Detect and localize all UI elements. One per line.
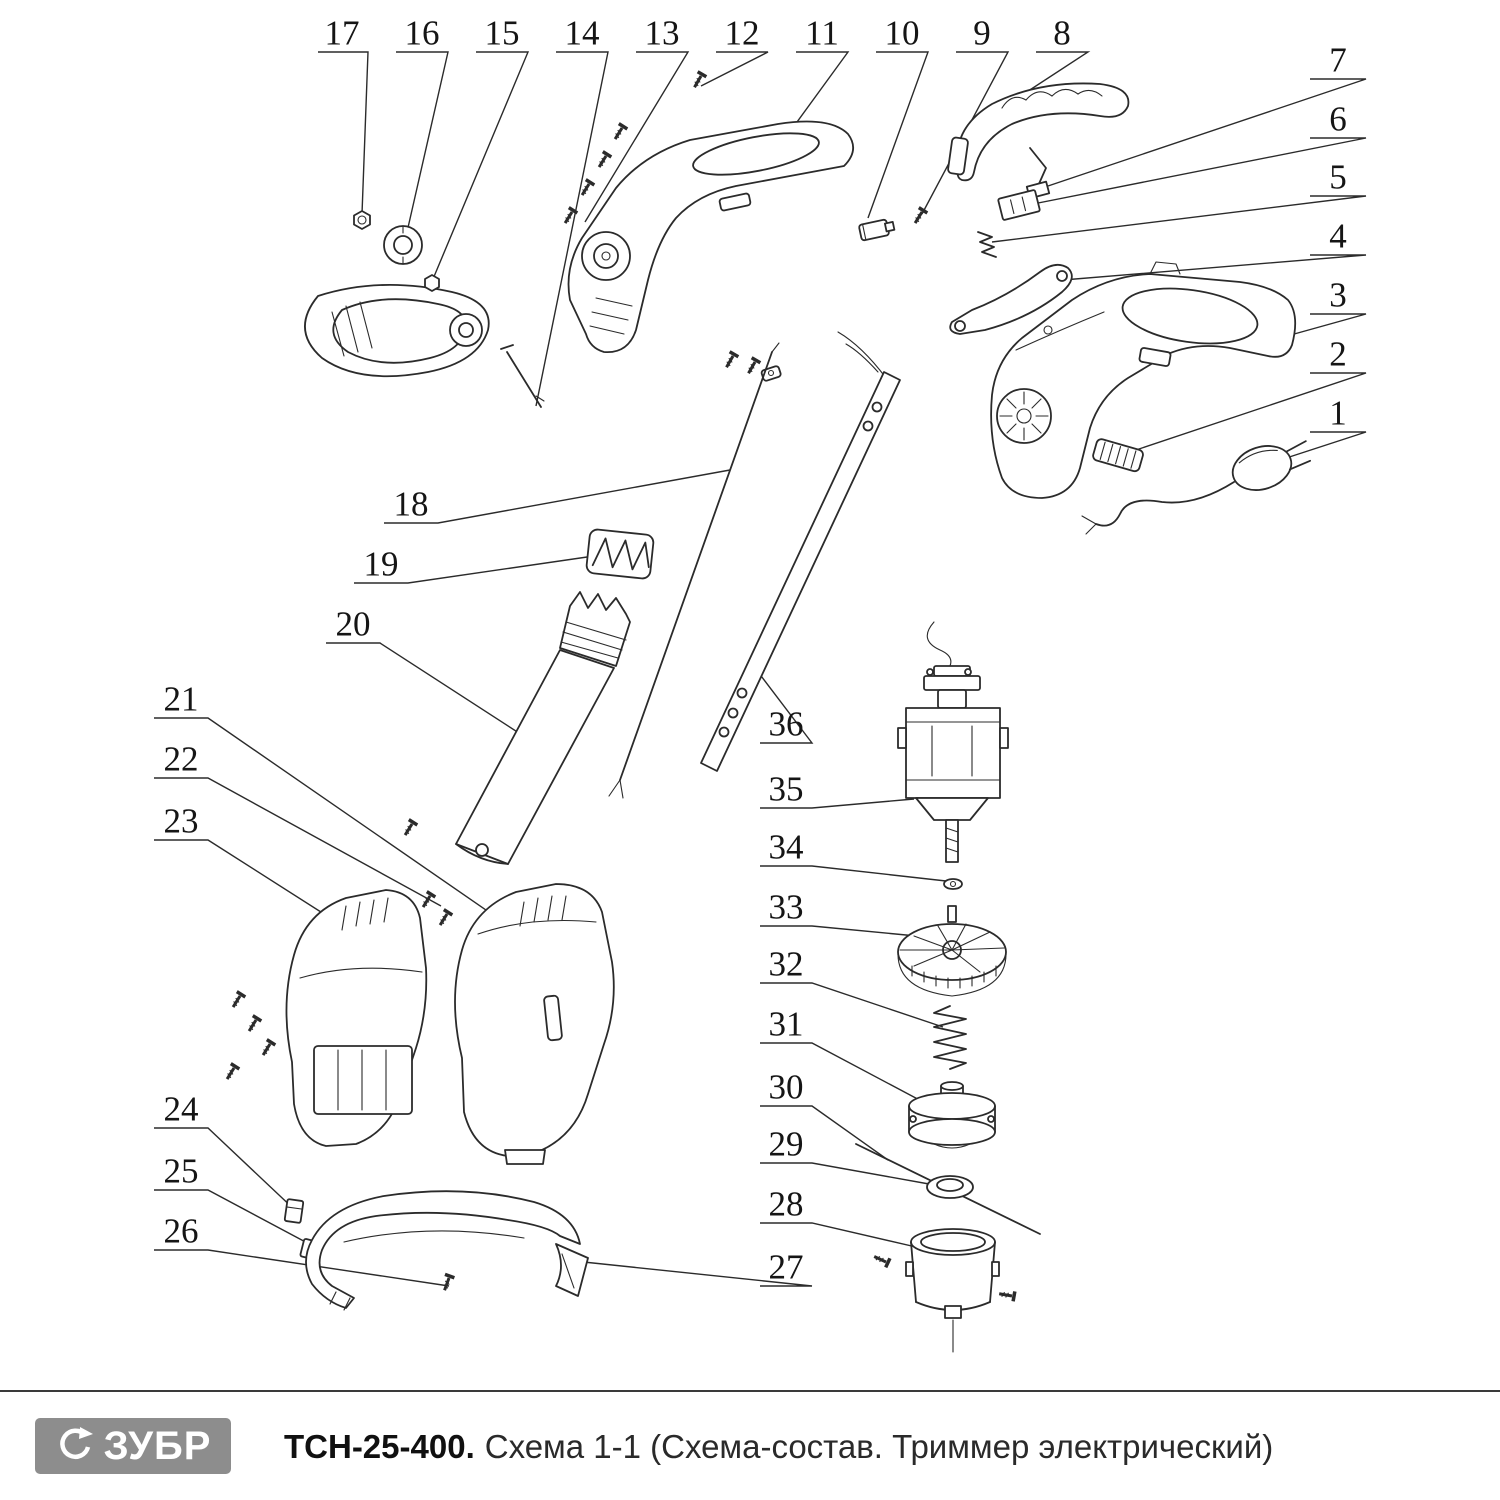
drawing-spool-cover-28: [905, 1228, 1000, 1353]
drawing-rear-housing-3: [990, 261, 1297, 499]
drawing-switch-10: [858, 218, 896, 242]
drawing-motor-35: [897, 621, 1009, 863]
drawing-guard-27: [305, 1190, 589, 1311]
part-label-10: 10: [884, 13, 920, 53]
part-label-35: 35: [768, 769, 804, 809]
part-label-31: 31: [768, 1004, 804, 1044]
part-label-9: 9: [973, 13, 991, 53]
part-label-36: 36: [768, 704, 804, 744]
drawing-ring-29: [926, 1175, 974, 1199]
part-label-21: 21: [163, 679, 199, 719]
drawing-screws-left: [221, 989, 278, 1084]
part-label-12: 12: [724, 13, 760, 53]
part-label-14: 14: [564, 13, 600, 53]
part-label-5: 5: [1329, 157, 1347, 197]
drawing-screw-12: [688, 70, 709, 92]
part-label-1: 1: [1329, 393, 1347, 433]
part-label-23: 23: [163, 801, 199, 841]
part-label-32: 32: [768, 944, 804, 984]
part-label-30: 30: [768, 1067, 804, 1107]
drawing-nut-17: [353, 210, 371, 230]
drawing-screw-9: [909, 205, 930, 228]
zubr-logo-icon: [59, 1427, 93, 1459]
part-label-25: 25: [163, 1151, 199, 1191]
zubr-logo-text: ЗУБР: [103, 1423, 212, 1468]
drawing-coupling-19: [585, 528, 655, 580]
drawing-clamp-collar-16: [383, 225, 423, 265]
part-label-18: 18: [393, 484, 429, 524]
part-label-7: 7: [1329, 40, 1347, 80]
drawing-fan-33: [897, 905, 1007, 997]
drawing-shaft-tube-36: [700, 371, 901, 772]
footer: ЗУБР ТСН-25-400.Схема 1-1 (Схема-состав.…: [0, 1390, 1500, 1500]
drawing-lever-4: [949, 263, 1073, 335]
drawing-spring-32: [933, 1005, 967, 1070]
drawing-front-handle: [304, 284, 490, 378]
part-label-11: 11: [805, 13, 839, 53]
caption-subtitle: Схема 1-1 (Схема-состав. Триммер электри…: [484, 1428, 1274, 1465]
drawing-spool-31: [908, 1081, 996, 1149]
part-label-22: 22: [163, 739, 199, 779]
drawing-main-housing-top: [567, 120, 887, 379]
diagram-caption: ТСН-25-400.Схема 1-1 (Схема-состав. Трим…: [284, 1428, 1273, 1466]
drawing-plate-6: [997, 189, 1041, 221]
part-label-34: 34: [768, 827, 804, 867]
part-label-29: 29: [768, 1124, 804, 1164]
part-label-27: 27: [768, 1247, 804, 1287]
part-label-4: 4: [1329, 216, 1347, 256]
drawing-screws-mid: [720, 350, 782, 382]
drawing-housing-half-left-23: [285, 889, 428, 1147]
part-label-24: 24: [163, 1089, 199, 1129]
part-label-15: 15: [484, 13, 520, 53]
drawing-drive-rod-18: [608, 342, 780, 799]
part-label-3: 3: [1329, 275, 1347, 315]
drawing-rear-grip-8: [947, 82, 1130, 182]
zubr-logo: ЗУБР: [35, 1418, 231, 1474]
drawing-cord-guard-2: [1092, 438, 1144, 473]
model-number: ТСН-25-400.: [284, 1428, 475, 1465]
part-label-28: 28: [768, 1184, 804, 1224]
part-label-2: 2: [1329, 334, 1347, 374]
part-label-20: 20: [335, 604, 371, 644]
drawing-bolt-14: [500, 344, 545, 408]
part-label-17: 17: [324, 13, 360, 53]
drawing-lower-tube-20: [455, 591, 631, 865]
leader-lines: [154, 51, 1367, 1287]
drawing-nut-15: [424, 274, 440, 292]
drawing-power-plug-1: [1081, 440, 1312, 535]
drawing-housing-half-right-21: [454, 883, 615, 1165]
drawing-spring-5: [977, 231, 997, 258]
part-label-33: 33: [768, 887, 804, 927]
part-label-13: 13: [644, 13, 680, 53]
drawing-screw-26: [438, 1272, 457, 1294]
drawing-bracket-24: [283, 1198, 305, 1224]
part-label-6: 6: [1329, 99, 1347, 139]
part-label-26: 26: [163, 1211, 199, 1251]
part-label-16: 16: [404, 13, 440, 53]
part-label-19: 19: [363, 544, 399, 584]
part-label-8: 8: [1053, 13, 1071, 53]
drawing-washer-34: [943, 878, 963, 890]
